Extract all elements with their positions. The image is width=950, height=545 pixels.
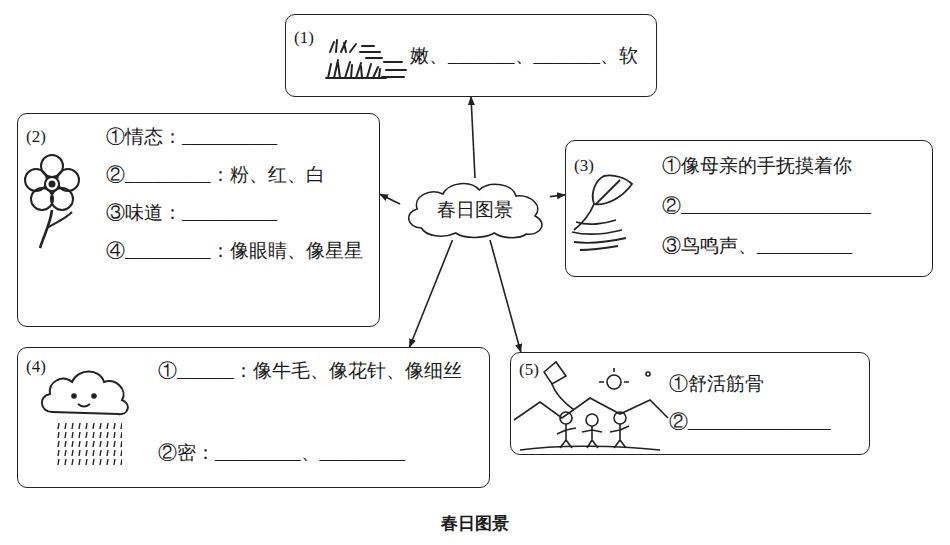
grass-icon (326, 40, 406, 78)
topic-box: (3) ①像母亲的手抚摸着你 ②____________________ ③鸟鸣声、_… (565, 140, 933, 277)
box-line: ③鸟鸣声、__________ (662, 229, 852, 262)
box-line: ②密：_________、_________ (158, 436, 405, 469)
arrow-connector (490, 240, 521, 352)
center-label: 春日图景 (400, 200, 550, 219)
callout-number: (1) (294, 23, 314, 53)
arrow-connector (380, 194, 400, 204)
box-line: ②____________________ (662, 189, 871, 222)
box-line: ①舒活筋骨 (669, 367, 764, 400)
figure-caption: 春日图景 (0, 512, 950, 535)
box-line: ②_________：粉、红、白 (106, 158, 325, 191)
callout-number: (2) (26, 122, 46, 152)
box-line: ③味道：__________ (106, 196, 277, 229)
box-line: ①像母亲的手抚摸着你 (662, 149, 852, 182)
arrow-connector (550, 195, 565, 197)
box-line: ④_________：像眼睛、像星星 (106, 234, 368, 267)
box-line: ①情态：__________ (106, 120, 277, 153)
center-cloud: 春日图景 (400, 178, 550, 240)
callout-number: (3) (574, 151, 594, 181)
box-line: 嫩、_______、_______、软 (410, 39, 638, 72)
callout-number: (4) (26, 352, 46, 382)
arrow-connector (410, 240, 453, 347)
topic-box: (5) ①舒活筋骨 ②_______________ (510, 352, 870, 455)
topic-box: (4) ①______：像牛毛、像花针、像细丝 ②密：_________、_____… (17, 347, 490, 488)
box-line: ②_______________ (669, 405, 831, 438)
box-line: ①______：像牛毛、像花针、像细丝 (158, 354, 478, 387)
children (557, 412, 629, 448)
breeze-icon (572, 175, 632, 250)
rain-cloud-icon (42, 372, 128, 467)
topic-box: (1) 嫩、_______、_______、软 (285, 14, 657, 97)
topic-box: (2) ①情态：__________ ②_________：粉、红、白 ③味道：___… (17, 113, 380, 327)
flower-icon (25, 155, 79, 248)
arrow-connector (471, 97, 475, 178)
callout-number: (5) (519, 355, 539, 385)
